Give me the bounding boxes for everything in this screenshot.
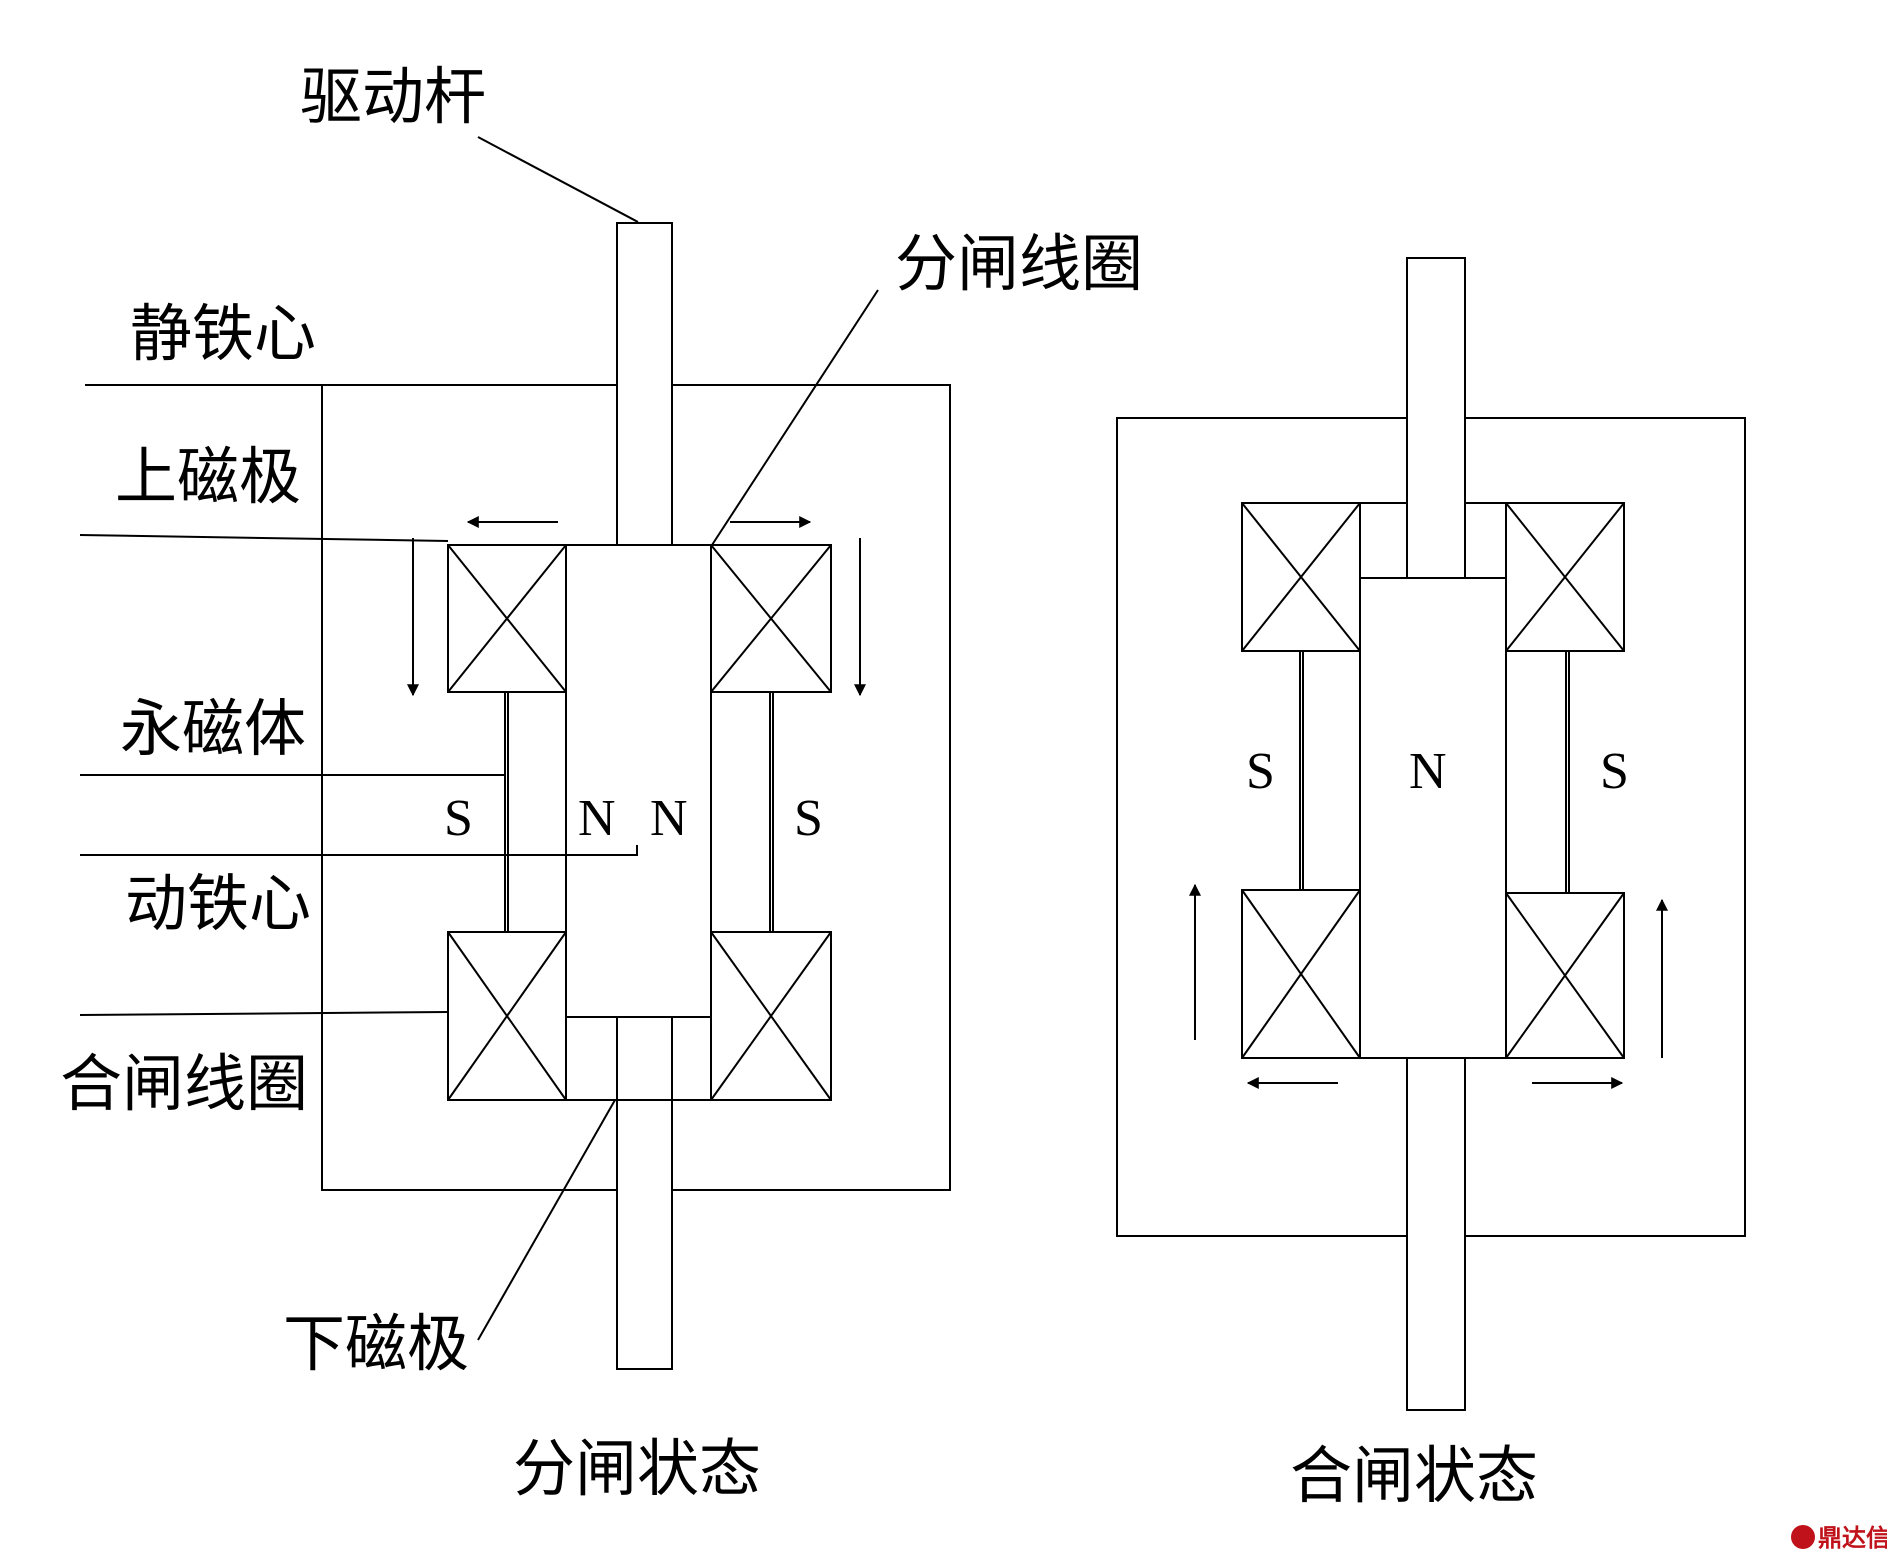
closed-state-diagram: S N S 合闸状态 (1116, 257, 1746, 1512)
moving-core (565, 544, 712, 1018)
label-static-core: 静铁心 (130, 297, 316, 370)
leader-drive-rod (477, 136, 639, 223)
opening-coil-right-closed (1505, 502, 1625, 652)
leader-lower-pole (477, 1099, 616, 1341)
open-pole-right-n: N (650, 790, 688, 847)
leader-opening-coil (711, 289, 879, 546)
permanent-magnet-left-closed (1299, 650, 1304, 891)
label-moving-core: 动铁心 (125, 867, 311, 940)
watermark-text: 鼎达信 (1818, 1524, 1887, 1552)
opening-coil-right (710, 544, 832, 693)
closing-coil-right-closed (1505, 892, 1625, 1059)
leader-upper-pole (79, 534, 449, 542)
leader-closing-coil (79, 1011, 449, 1016)
drive-rod-top (616, 222, 673, 546)
label-drive-rod: 驱动杆 (300, 60, 486, 133)
open-pole-left-n: N (578, 790, 616, 847)
label-lower-pole: 下磁极 (283, 1307, 469, 1380)
closing-coil-right (710, 931, 832, 1101)
closed-pole-center-n: N (1409, 743, 1447, 800)
closing-coil-left (447, 931, 567, 1101)
permanent-magnet-right (769, 691, 774, 933)
label-closing-coil: 合闸线圈 (60, 1047, 308, 1120)
drive-rod-bottom (616, 1016, 673, 1370)
moving-core-closed (1359, 577, 1507, 1059)
open-pole-right-s: S (794, 790, 823, 847)
leader-moving-core (80, 845, 638, 856)
watermark-logo: 鼎达信 (1791, 1524, 1887, 1552)
label-permanent-magnet: 永磁体 (120, 692, 306, 765)
closing-coil-left-closed (1241, 889, 1361, 1059)
permanent-magnet-right-closed (1565, 650, 1570, 894)
permanent-magnet-left (504, 691, 509, 933)
label-upper-pole: 上磁极 (115, 440, 301, 513)
opening-coil-left-closed (1241, 502, 1361, 652)
open-pole-left-s: S (444, 790, 473, 847)
closed-pole-left-s: S (1246, 743, 1275, 800)
opening-coil-left (447, 544, 567, 693)
caption-open-state: 分闸状态 (513, 1432, 761, 1505)
label-opening-coil: 分闸线圈 (895, 227, 1143, 300)
caption-closed-state: 合闸状态 (1290, 1439, 1538, 1512)
drive-rod-bottom-closed (1406, 1057, 1466, 1411)
closed-pole-right-s: S (1600, 743, 1629, 800)
open-state-diagram: S N N S 驱动杆 分闸线圈 静铁心 上磁极 永磁体 动铁心 合闸线圈 下磁… (60, 60, 1143, 1505)
